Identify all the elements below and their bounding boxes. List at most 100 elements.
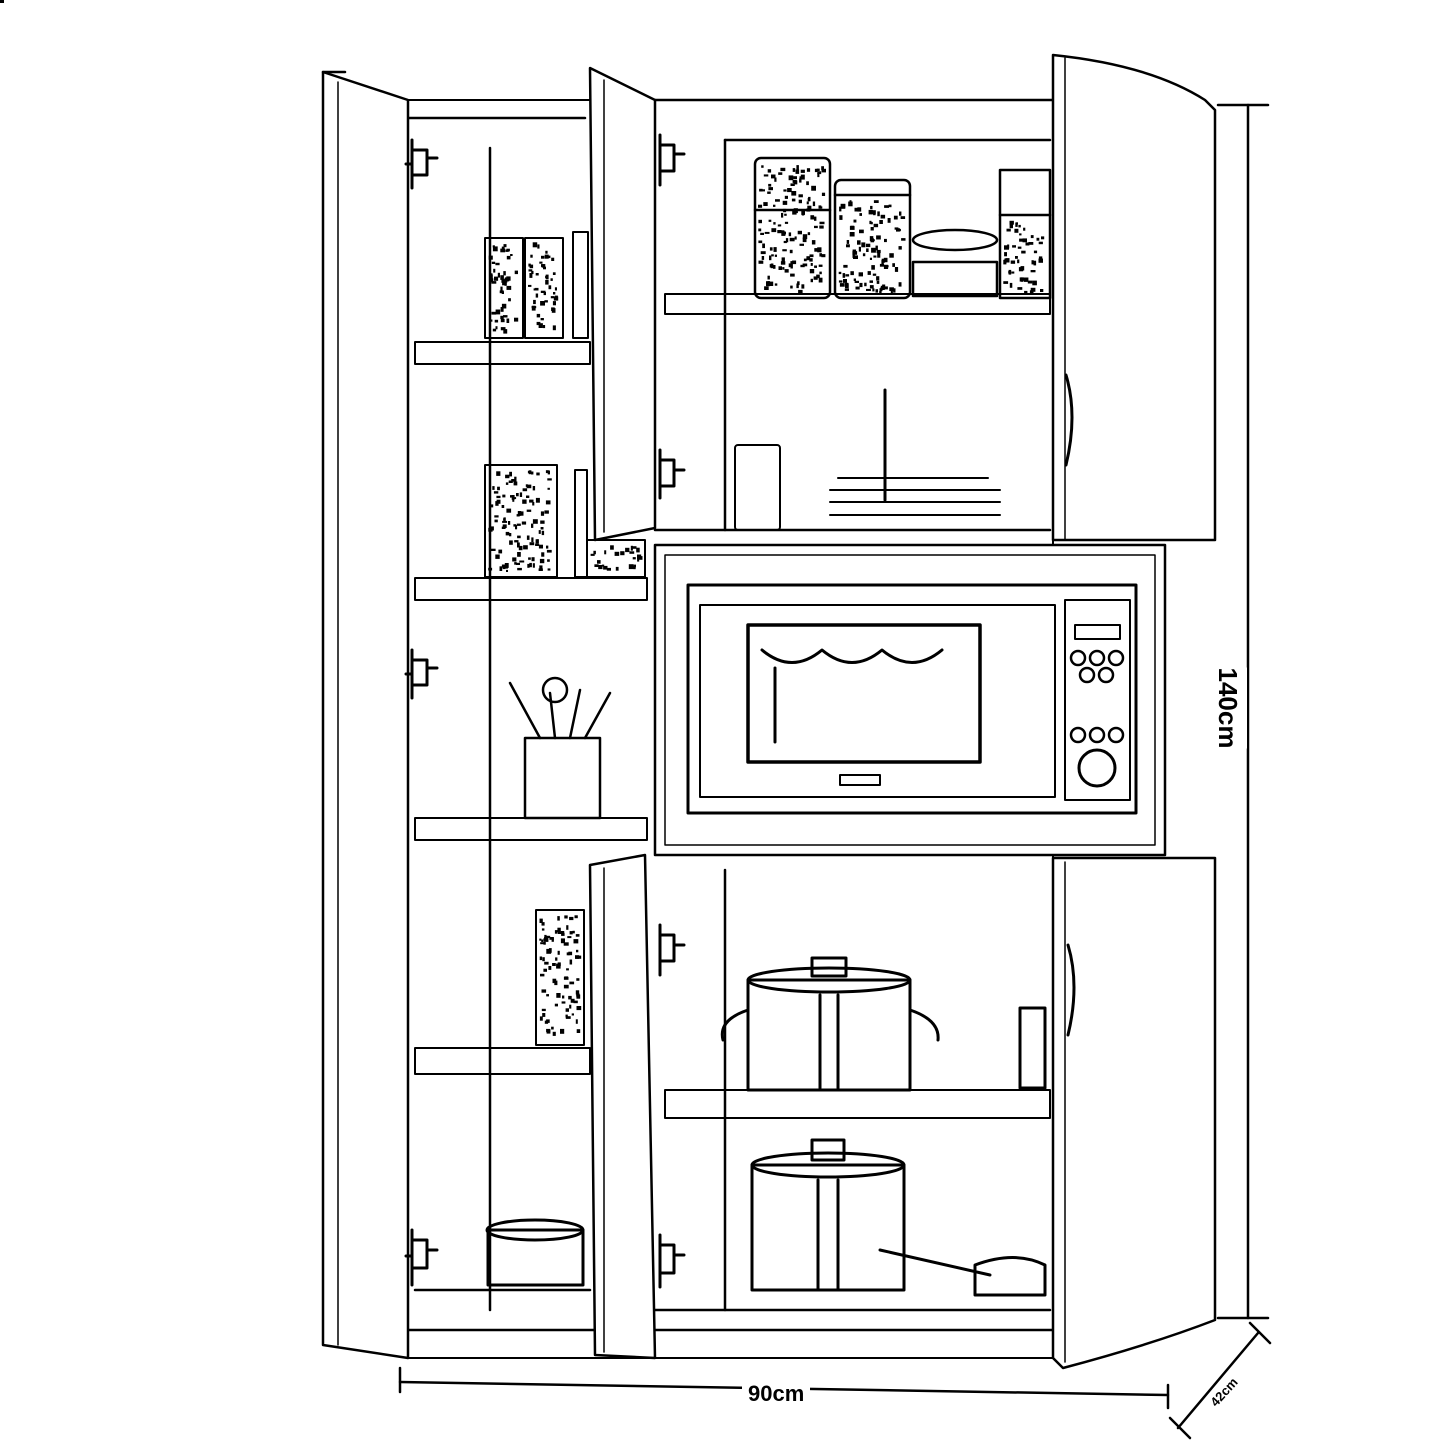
speckle-mark [871,265,875,270]
speckle-mark [850,225,855,230]
speckle-mark [792,209,797,215]
speckle-mark [1009,220,1014,225]
speckle-mark [794,236,797,240]
speckle-mark [763,202,768,206]
speckle-mark [1023,277,1029,282]
left-hinges [404,138,439,1287]
speckle-mark [529,499,534,503]
speckle-mark [535,273,539,276]
speckle-mark [629,551,635,554]
speckle-mark [633,565,636,570]
speckle-mark [758,260,764,264]
speckle-mark [894,267,899,272]
speckle-mark [869,220,872,225]
speckle-mark [628,564,634,570]
speckle-mark [564,976,569,980]
speckle-mark [807,198,810,202]
speckle-mark [546,994,549,997]
speckle-mark [883,286,888,290]
speckle-mark [566,968,569,971]
speckle-mark [554,287,557,291]
speckle-mark [852,254,855,258]
speckle-mark [798,199,802,204]
speckle-mark [541,530,545,536]
speckle-mark [767,169,772,173]
speckle-mark [893,215,898,220]
speckle-mark [769,247,773,251]
speckle-mark [503,315,508,318]
speckle-mark [523,545,528,550]
speckle-mark [861,242,866,248]
speckle-mark [762,243,765,249]
speckle-mark [514,270,518,275]
speckle-mark [542,1013,546,1017]
speckle-mark [546,948,552,954]
speckle-mark [532,242,538,248]
speckle-mark [880,285,884,290]
speckle-mark [539,1016,543,1021]
speckle-mark [556,993,561,998]
speckle-mark [569,931,573,935]
speckle-mark [538,568,543,571]
speckle-mark [541,939,544,942]
speckle-mark [1036,237,1040,241]
speckle-mark [495,309,501,315]
speckle-mark [850,271,854,276]
speckle-mark [773,265,776,269]
speckle-mark [528,269,533,272]
speckle-mark [503,518,506,521]
speckle-mark [1011,271,1015,274]
speckle-mark [854,207,858,212]
speckle-mark [777,230,782,234]
speckle-mark [552,978,557,984]
speckle-mark [852,251,858,255]
speckle-mark [506,508,512,513]
speckle-mark [788,263,792,268]
speckle-mark [871,247,876,253]
speckle-mark [499,566,503,571]
speckle-mark [533,299,536,305]
speckle-mark [569,981,575,985]
speckle-mark [547,568,551,571]
speckle-mark [513,524,517,527]
speckle-mark [574,915,578,919]
storage-jar-icon [484,231,646,1046]
glassware-icons [734,388,1001,531]
speckle-mark [802,237,807,243]
speckle-mark [526,495,530,498]
speckle-mark [869,257,872,260]
speckle-mark [500,286,503,292]
speckle-mark [1028,242,1034,245]
speckle-mark [859,213,862,216]
speckle-mark [882,284,886,288]
speckle-mark [839,215,843,220]
speckle-mark [806,181,809,186]
speckle-mark [504,563,509,568]
speckle-mark [763,174,769,177]
microwave-compartment [653,543,1167,857]
speckle-mark [519,560,525,563]
speckle-mark [807,205,812,211]
speckle-mark [1009,223,1013,229]
speckle-mark [1024,290,1028,295]
utensil-holder-icon [508,676,612,820]
speckle-mark [1031,260,1034,265]
speckle-mark [793,176,797,180]
speckle-mark [509,533,512,537]
speckle-mark [1017,259,1020,264]
speckle-mark [575,990,580,995]
speckle-mark [495,262,500,266]
speckle-mark [792,168,796,172]
speckle-mark [562,995,565,999]
speckle-mark [497,272,500,278]
speckle-mark [543,968,547,972]
speckle-mark [505,531,510,536]
speckle-mark [560,938,565,944]
speckle-mark [541,264,546,267]
speckle-mark [554,930,558,934]
speckle-mark [799,243,804,246]
speckle-mark [594,564,599,567]
speckle-mark [789,237,795,242]
speckle-mark [857,207,862,212]
speckle-mark [539,956,543,961]
